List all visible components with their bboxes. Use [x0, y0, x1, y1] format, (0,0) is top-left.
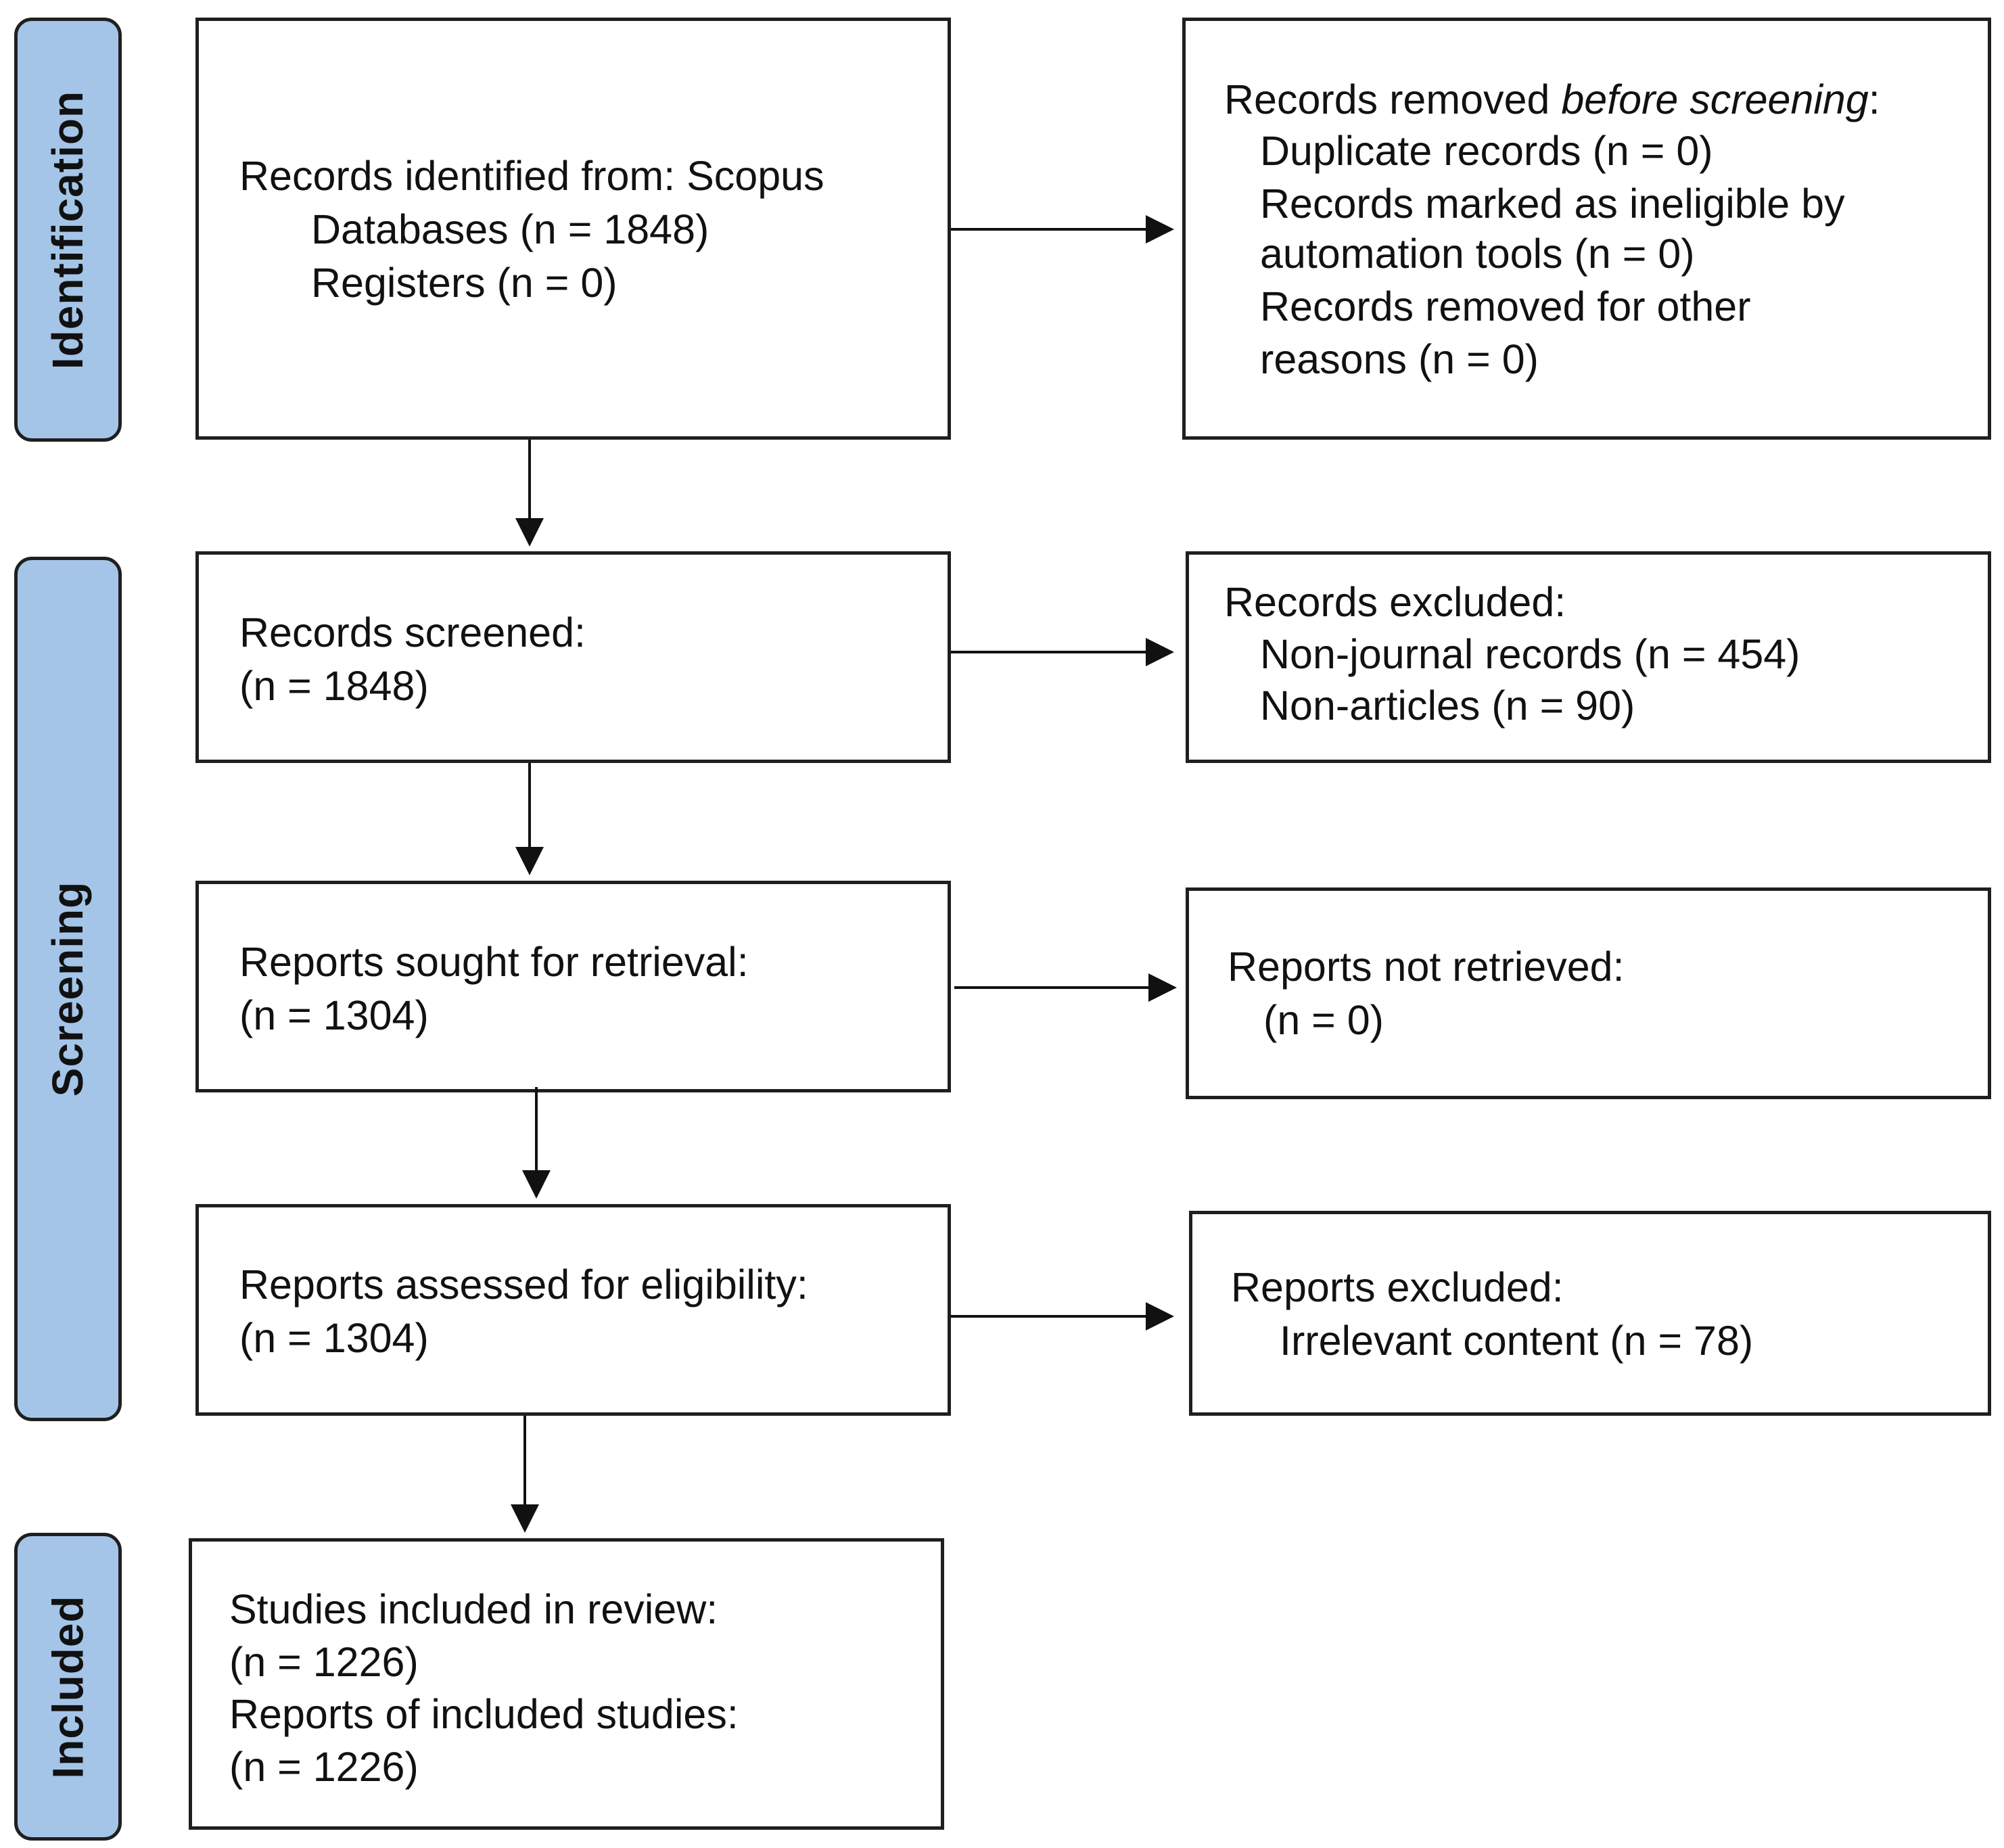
phase-identification: Identification [14, 18, 122, 442]
arrowhead-removed [1146, 215, 1174, 244]
non-articles: Non-articles (n = 90) [1260, 683, 1635, 729]
records-identified-box: Records identified from: Scopus Database… [195, 18, 951, 440]
reports-sought-box: Reports sought for retrieval: (n = 1304) [195, 881, 951, 1092]
studies-included-title: Studies included in review: [229, 1586, 718, 1632]
arrowhead-reports-excluded [1146, 1302, 1174, 1331]
phase-screening: Screening [14, 557, 122, 1421]
other-removed-line1: Records removed for other [1260, 283, 1751, 329]
registers-count: Registers (n = 0) [311, 260, 617, 306]
studies-included-box: Studies included in review: (n = 1226) R… [189, 1538, 944, 1830]
other-removed-line2: reasons (n = 0) [1260, 336, 1539, 382]
reports-excluded-title: Reports excluded: [1231, 1264, 1564, 1310]
arrowhead-screened [515, 518, 544, 547]
records-screened-title: Records screened: [239, 609, 586, 655]
reports-assessed-title: Reports assessed for eligibility: [239, 1262, 808, 1308]
arrowhead-sought [515, 847, 544, 875]
reports-not-retrieved-title: Reports not retrieved: [1228, 944, 1625, 990]
records-screened-count: (n = 1848) [239, 663, 429, 709]
reports-included-count: (n = 1226) [229, 1744, 419, 1790]
records-screened-box: Records screened: (n = 1848) [195, 551, 951, 763]
ineligible-records-line1: Records marked as ineligible by [1260, 181, 1845, 227]
records-identified-title: Records identified from: Scopus [239, 153, 824, 199]
records-excluded-box: Records excluded: Non-journal records (n… [1186, 551, 1991, 763]
phase-included: Included [14, 1533, 122, 1841]
reports-excluded-box: Reports excluded: Irrelevant content (n … [1189, 1211, 1991, 1416]
records-excluded-title: Records excluded: [1224, 579, 1566, 625]
duplicate-records: Duplicate records (n = 0) [1260, 128, 1713, 174]
before-screening-emphasis: before screening [1561, 76, 1869, 122]
reports-sought-title: Reports sought for retrieval: [239, 939, 749, 985]
arrowhead-included [511, 1504, 539, 1533]
records-removed-title: Records removed before screening: [1224, 76, 1880, 122]
reports-assessed-count: (n = 1304) [239, 1315, 429, 1361]
reports-included-title: Reports of included studies: [229, 1691, 739, 1737]
irrelevant-content: Irrelevant content (n = 78) [1280, 1318, 1754, 1364]
ineligible-records-line2: automation tools (n = 0) [1260, 231, 1695, 277]
reports-sought-count: (n = 1304) [239, 992, 429, 1038]
reports-assessed-box: Reports assessed for eligibility: (n = 1… [195, 1204, 951, 1416]
records-removed-box: Records removed before screening: Duplic… [1182, 18, 1991, 440]
reports-not-retrieved-box: Reports not retrieved: (n = 0) [1186, 887, 1991, 1099]
reports-not-retrieved-count: (n = 0) [1263, 997, 1384, 1043]
non-journal-records: Non-journal records (n = 454) [1260, 631, 1800, 677]
databases-count: Databases (n = 1848) [311, 206, 709, 252]
arrowhead-assessed [522, 1170, 551, 1199]
studies-included-count: (n = 1226) [229, 1639, 419, 1685]
arrowhead-not-retrieved [1148, 973, 1177, 1002]
arrowhead-excluded [1146, 638, 1174, 666]
